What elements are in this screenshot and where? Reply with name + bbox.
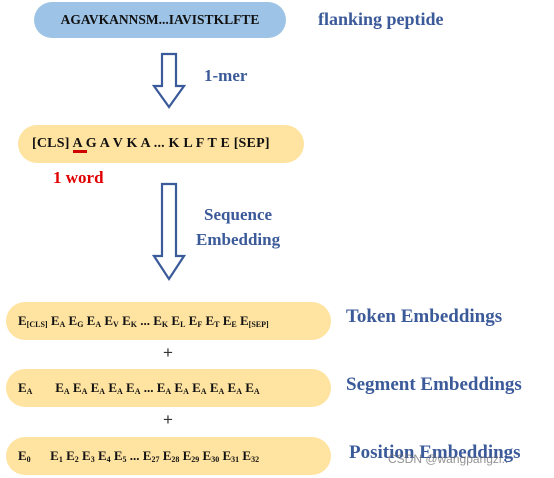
word-underline <box>73 150 87 153</box>
position-embeddings-formula: E0 E1 E2 E3 E4 E5 ... E27 E28 E29 E30 E3… <box>18 448 260 464</box>
segment-embeddings-label: Segment Embeddings <box>346 374 522 395</box>
token-sequence-text: [CLS] A G A V K A ... K L F T E [SEP] <box>32 136 270 151</box>
flanking-peptide-box: AGAVKANNSM...IAVISTKLFTE <box>34 2 286 38</box>
down-arrow-icon <box>152 182 186 282</box>
down-arrow-icon <box>152 52 186 109</box>
token-embeddings-label: Token Embeddings <box>346 306 503 327</box>
one-word-note: 1 word <box>53 168 104 187</box>
sequence-embedding-line2: Embedding <box>196 230 281 249</box>
segment-embeddings-box: EA EA EA EA EA EA ... EA EA EA EA EA EA <box>6 369 331 407</box>
sequence-embedding-line1: Sequence <box>204 205 273 224</box>
token-embeddings-formula: E[CLS] EA EG EA EV EK ... EK EL EF ET EE… <box>18 313 269 329</box>
position-embeddings-box: E0 E1 E2 E3 E4 E5 ... E27 E28 E29 E30 E3… <box>6 437 331 475</box>
token-sequence-box: [CLS] A G A V K A ... K L F T E [SEP] <box>18 125 304 163</box>
peptide-sequence: AGAVKANNSM...IAVISTKLFTE <box>60 12 260 27</box>
watermark: CSDN @wangpangzi.. <box>388 452 509 466</box>
plus-sign: + <box>163 410 173 429</box>
segment-embeddings-formula: EA EA EA EA EA EA ... EA EA EA EA EA EA <box>18 380 260 396</box>
one-mer-label: 1-mer <box>204 66 248 85</box>
token-embeddings-box: E[CLS] EA EG EA EV EK ... EK EL EF ET EE… <box>6 302 331 340</box>
plus-sign: + <box>163 343 173 362</box>
position-embeddings-label: Position Embeddings <box>349 442 521 463</box>
flanking-peptide-label: flanking peptide <box>318 9 444 29</box>
sequence-embedding-label: Sequence Embedding <box>196 202 280 252</box>
